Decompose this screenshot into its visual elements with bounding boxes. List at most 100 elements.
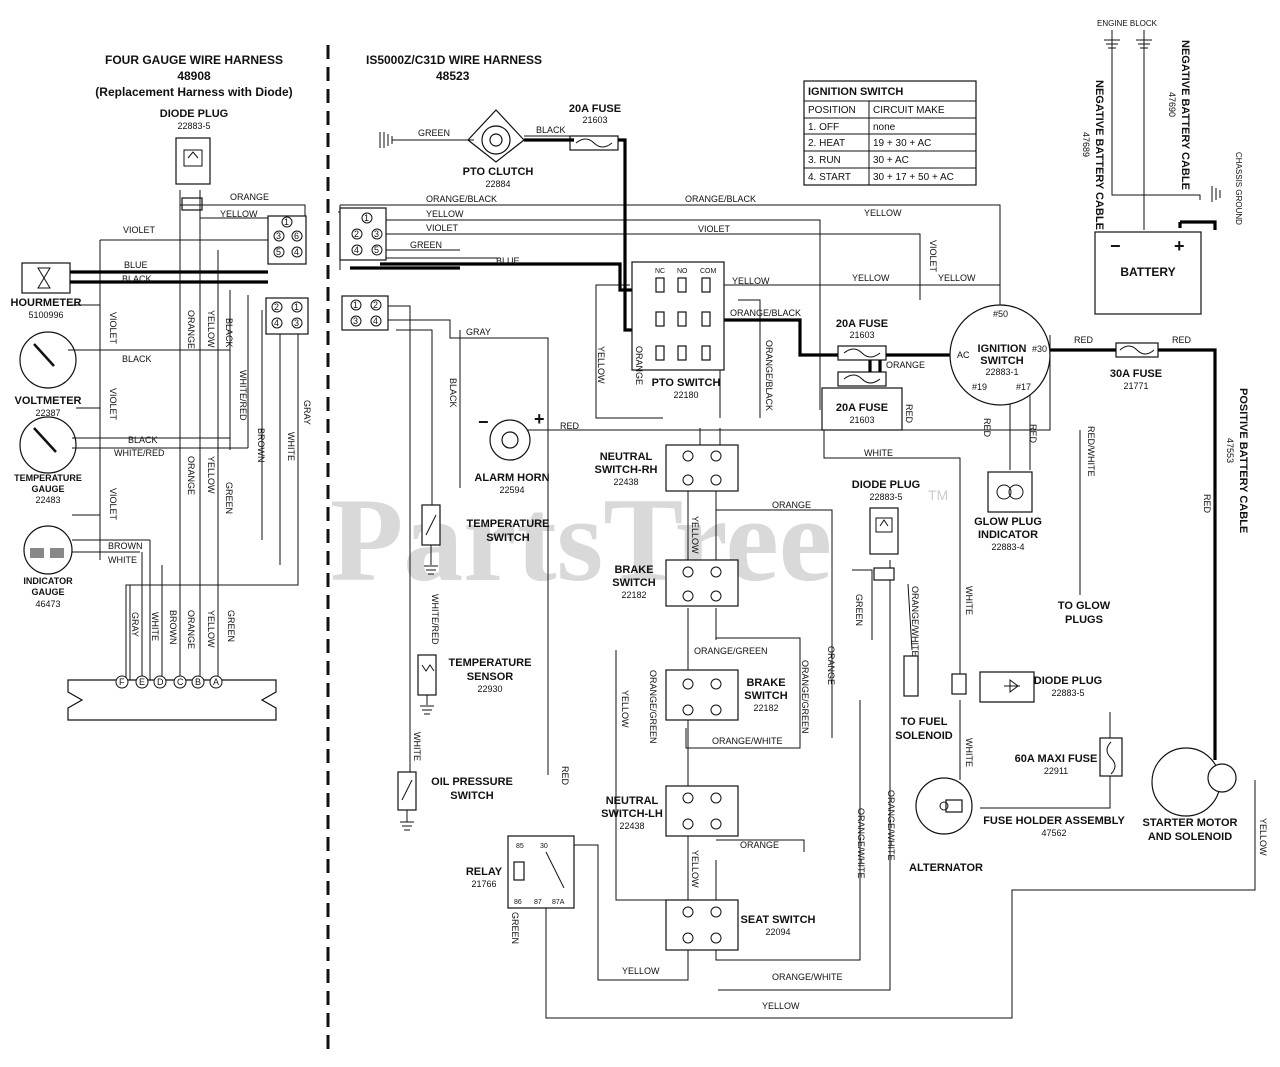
- pin-label: 2: [354, 229, 359, 239]
- terminal-label: #17: [1016, 382, 1031, 392]
- wire-label: RED/WHITE: [1086, 426, 1096, 477]
- wire-label: BLACK: [128, 435, 158, 445]
- wire-label: BLACK: [536, 125, 566, 135]
- neutral-lh-label1: NEUTRAL: [606, 795, 659, 807]
- engine-block-ground-icon: [1104, 30, 1221, 202]
- starter-label2: AND SOLENOID: [1148, 831, 1232, 843]
- wire-label: ORANGE/GREEN: [800, 660, 810, 734]
- brake-switch-1-icon: [665, 559, 739, 607]
- wire-label: ORANGE/WHITE: [712, 736, 783, 746]
- wire-label: ORANGE/WHITE: [886, 790, 896, 861]
- wire-label: ORANGE/WHITE: [910, 586, 920, 657]
- wire-label: ORANGE/WHITE: [772, 972, 843, 982]
- wire-label: YELLOW: [938, 273, 976, 283]
- relay-pin-label: 86: [514, 899, 522, 906]
- brake-switch-1-label2: SWITCH: [612, 577, 655, 589]
- diode-plug-right-part: 22883-5: [1051, 688, 1084, 698]
- brake-switch-1-label1: BRAKE: [614, 564, 653, 576]
- fuse-holder-part: 47562: [1041, 828, 1066, 838]
- ignition-switch-icon: [949, 304, 1051, 406]
- wire-label: ORANGE: [634, 346, 644, 385]
- ground-icon: [379, 132, 393, 148]
- wire-label: GRAY: [130, 612, 140, 637]
- diode-plug-mid-icon: [869, 507, 919, 697]
- chassis-ground-label: CHASSIS GROUND: [1234, 152, 1243, 225]
- pin-label: 3: [276, 231, 281, 241]
- diode-plug-left-label: DIODE PLUG: [160, 108, 228, 120]
- glow-indicator-label2: INDICATOR: [978, 529, 1038, 541]
- table-header: POSITION: [808, 105, 856, 116]
- wire-label: YELLOW: [622, 966, 660, 976]
- wire-label: YELLOW: [1258, 818, 1268, 856]
- fuse-top-part: 21603: [582, 115, 607, 125]
- wire-label: YELLOW: [762, 1001, 800, 1011]
- wire-label: WHITE: [286, 432, 296, 461]
- wire-label: GREEN: [224, 482, 234, 514]
- to-fuel-line1: TO FUEL: [901, 716, 948, 728]
- ignition-switch-table: [803, 80, 977, 186]
- battery-pos: +: [1174, 236, 1185, 256]
- table-cell: none: [873, 122, 896, 133]
- wire-label: RED: [904, 404, 914, 424]
- terminal-label: #50: [993, 309, 1008, 319]
- neutral-rh-part: 22438: [613, 477, 638, 487]
- wire-label: WHITE: [412, 732, 422, 761]
- pin-label: 5: [374, 245, 379, 255]
- four-pin-connector-right: 1 2 3 4: [341, 295, 389, 331]
- ignition-switch-label1: IGNITION: [978, 343, 1027, 355]
- fuse-mid1-label: 20A FUSE: [836, 318, 888, 330]
- diode-plug-mid-part: 22883-5: [869, 492, 902, 502]
- wire-label: RED: [1074, 335, 1094, 345]
- wire-label: GRAY: [302, 400, 312, 425]
- neg-cable-2-label: NEGATIVE BATTERY CABLE: [1179, 40, 1191, 190]
- alarm-horn-icon: [489, 419, 531, 461]
- wire-label: BLACK: [448, 378, 458, 408]
- wire-label: WHITE/RED: [114, 448, 165, 458]
- table-cell: 3. RUN: [808, 155, 841, 166]
- pin-label: 5: [276, 247, 281, 257]
- temp-sensor-part: 22930: [477, 684, 502, 694]
- fuse-mid2-icon: [821, 371, 903, 431]
- wire-label: GREEN: [854, 594, 864, 626]
- right-panel-part: 48523: [436, 69, 470, 83]
- wire-label: BLACK: [122, 354, 152, 364]
- wire-label: WHITE: [964, 586, 974, 615]
- alternator-label: ALTERNATOR: [909, 862, 983, 874]
- indicator-gauge-label1: INDICATOR: [23, 576, 73, 586]
- left-panel-subtitle: (Replacement Harness with Diode): [95, 85, 292, 99]
- to-glow-line1: TO GLOW: [1058, 600, 1111, 612]
- diode-plug-left-icon: [175, 137, 211, 211]
- temp-sensor-label1: TEMPERATURE: [449, 657, 532, 669]
- neutral-lh-label2: SWITCH-LH: [601, 808, 663, 820]
- wire-label: WHITE/RED: [238, 370, 248, 421]
- voltmeter-label: VOLTMETER: [14, 395, 81, 407]
- wire-label: VIOLET: [426, 223, 459, 233]
- diode-plug-right-label: DIODE PLUG: [1034, 675, 1102, 687]
- relay-icon: [507, 835, 575, 909]
- brake-switch-2-label1: BRAKE: [746, 677, 785, 689]
- wire-label: ORANGE/GREEN: [648, 670, 658, 744]
- wire-label: YELLOW: [852, 273, 890, 283]
- watermark: PartsTree: [330, 473, 832, 606]
- seat-switch-label: SEAT SWITCH: [741, 914, 816, 926]
- pos-cable-part: 47553: [1225, 438, 1235, 463]
- relay-part: 21766: [471, 879, 496, 889]
- pin-label: 3: [353, 316, 358, 326]
- relay-pin-label: 87: [534, 899, 542, 906]
- pin-label: C: [177, 677, 184, 687]
- wire-label: ORANGE: [230, 192, 269, 202]
- wire-label: BLUE: [124, 260, 148, 270]
- wire-label: RED: [982, 418, 992, 438]
- table-cell: 30 + 17 + 50 + AC: [873, 172, 954, 183]
- pin-label: 4: [354, 245, 359, 255]
- left-panel-title: FOUR GAUGE WIRE HARNESS: [105, 53, 283, 67]
- brake-switch-2-icon: [665, 669, 739, 721]
- pto-pin-label: COM: [700, 268, 717, 275]
- pin-label: D: [157, 677, 164, 687]
- wire-label: BROWN: [108, 541, 143, 551]
- table-cell: 4. START: [808, 172, 851, 183]
- to-fuel-line2: SOLENOID: [895, 730, 953, 742]
- pin-label: 6: [294, 231, 299, 241]
- wire-label: WHITE: [150, 612, 160, 641]
- voltmeter-part: 22387: [35, 408, 60, 418]
